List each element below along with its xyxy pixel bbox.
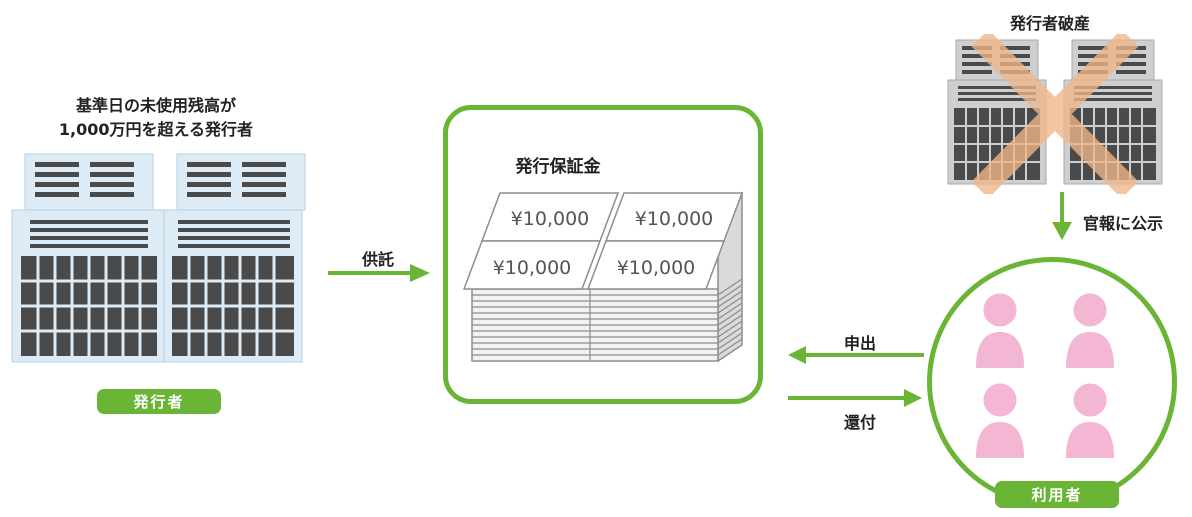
person-icon (1066, 380, 1114, 458)
bill: ¥10,000 (586, 240, 726, 290)
users-circle (927, 257, 1177, 507)
deposit-label: 供託 (361, 250, 394, 269)
bill: ¥10,000 (462, 240, 602, 290)
bill-amount: ¥10,000 (493, 257, 572, 279)
issuer-caption-line1: 基準日の未使用残高が (75, 96, 236, 115)
bankrupt-cross-icon (971, 34, 1139, 194)
deposit-arrow-icon (328, 264, 430, 282)
building-icon (163, 153, 306, 363)
bill-amount: ¥10,000 (511, 208, 590, 230)
person-icon (976, 380, 1024, 458)
bill-amount: ¥10,000 (635, 208, 714, 230)
issuer-label: 発行者 (97, 389, 221, 414)
bill: ¥10,000 (604, 192, 744, 242)
bankrupt-buildings (947, 34, 1163, 194)
bill: ¥10,000 (480, 192, 620, 242)
gazette-label: 官報に公示 (1082, 214, 1163, 233)
person-icon (976, 290, 1024, 368)
claim-arrow-icon (788, 346, 924, 364)
users-group (976, 290, 1114, 458)
bill-amount: ¥10,000 (617, 257, 696, 279)
cash-stack-icon: ¥10,000 ¥10,000 ¥10,000 ¥10,000 (462, 191, 744, 363)
issuer-caption-line2: 1,000万円を超える発行者 (58, 120, 254, 139)
users-label: 利用者 (995, 481, 1119, 508)
issuer-buildings (11, 153, 306, 363)
bankrupt-label: 発行者破産 (1009, 14, 1090, 33)
refund-label: 還付 (843, 413, 876, 432)
building-icon (11, 153, 167, 363)
person-icon (1066, 290, 1114, 368)
refund-arrow-icon (788, 389, 922, 407)
claim-label: 申出 (843, 334, 876, 353)
deposit-box-title: 発行保証金 (515, 157, 601, 177)
gazette-arrow-icon (1052, 192, 1072, 240)
